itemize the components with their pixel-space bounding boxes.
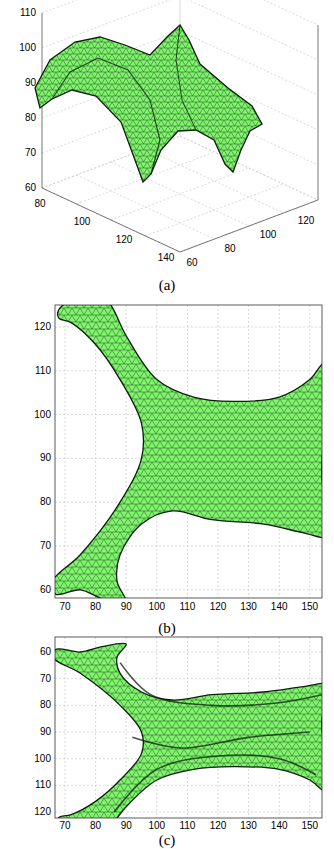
tick-label: 140 (271, 821, 288, 831)
tick-label: 120 (210, 602, 227, 612)
tick-label: 90 (40, 727, 51, 737)
tick-label: 70 (59, 602, 70, 612)
tick-label: 90 (25, 78, 36, 88)
tick-label: 110 (179, 821, 195, 831)
tick-label: 70 (59, 821, 70, 831)
tick-label: 100 (34, 754, 51, 764)
panel-label: (a) (159, 278, 176, 293)
tick-label: 80 (224, 244, 235, 254)
tick-label: 100 (148, 821, 165, 831)
mesh-surface (35, 25, 262, 182)
tick-label: 90 (121, 821, 132, 831)
tick-label: 120 (116, 235, 133, 245)
mesh-surface (55, 643, 322, 818)
panel-c (52, 637, 331, 832)
tick-label: 80 (34, 199, 45, 209)
tick-label: 130 (240, 602, 257, 612)
panel-b (52, 295, 331, 604)
panel-label: (c) (159, 833, 176, 848)
tick-label: 60 (186, 258, 197, 268)
tick-label: 120 (34, 807, 51, 817)
tick-label: 70 (40, 674, 51, 684)
tick-label: 60 (40, 647, 51, 657)
tick-label: 90 (121, 602, 132, 612)
tick-label: 110 (179, 602, 195, 612)
panel-a (35, 0, 318, 252)
tick-label: 150 (301, 821, 318, 831)
tick-label: 80 (90, 602, 101, 612)
tick-label: 110 (35, 366, 51, 376)
tick-label: 80 (25, 113, 36, 123)
tick-label: 80 (90, 821, 101, 831)
tick-label: 100 (260, 230, 277, 240)
tick-label: 140 (158, 253, 175, 263)
tick-label: 100 (148, 602, 165, 612)
tick-label: 110 (35, 780, 51, 790)
tick-label: 70 (40, 541, 51, 551)
tick-label: 150 (301, 602, 318, 612)
tick-label: 80 (40, 497, 51, 507)
tick-label: 100 (34, 410, 51, 420)
mesh-surface (55, 305, 322, 598)
tick-label: 130 (240, 821, 257, 831)
tick-label: 90 (40, 453, 51, 463)
tick-label: 120 (34, 322, 51, 332)
tick-label: 100 (19, 43, 36, 53)
tick-label: 120 (210, 821, 227, 831)
tick-label: 140 (271, 602, 288, 612)
panel-label: (b) (158, 621, 176, 636)
tick-label: 120 (298, 216, 315, 226)
tick-label: 110 (20, 8, 36, 18)
tick-label: 60 (40, 585, 51, 595)
tick-label: 70 (25, 148, 36, 158)
tick-label: 60 (25, 183, 36, 193)
tick-label: 100 (74, 217, 91, 227)
tick-label: 80 (40, 700, 51, 710)
